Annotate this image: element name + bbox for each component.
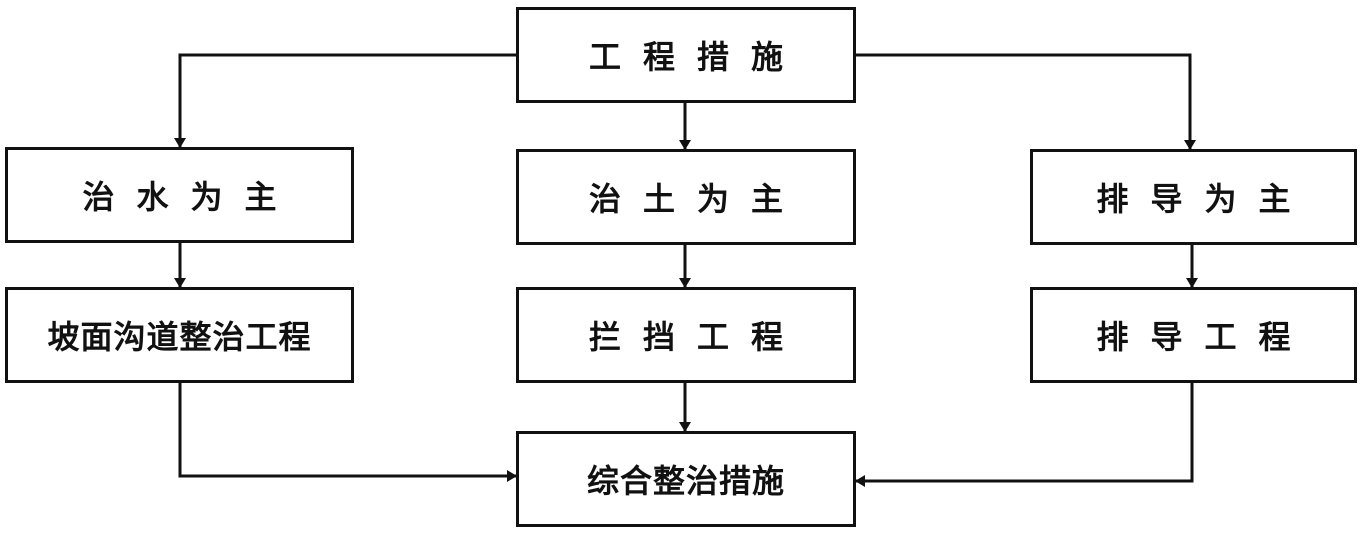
node-label: 工程措施: [588, 38, 805, 76]
node-label: 坡面沟道整治工程: [47, 318, 312, 356]
edge-left2-to-bottom: [178, 383, 517, 482]
node-label: 排导为主: [1096, 180, 1313, 218]
edge-right2-to-bottom: [855, 383, 1194, 487]
node-label: 治水为主: [82, 178, 299, 216]
node-slope-gully-engineering: 坡面沟道整治工程: [5, 287, 354, 383]
node-label: 综合整治措施: [586, 462, 785, 500]
edge-top-to-right1: [856, 53, 1196, 150]
node-label: 排导工程: [1096, 318, 1313, 356]
node-label: 拦挡工程: [588, 318, 805, 356]
edge-top-to-left1: [174, 53, 516, 148]
node-retaining-engineering: 拦挡工程: [516, 287, 856, 383]
node-drainage-engineering: 排导工程: [1030, 287, 1357, 383]
node-comprehensive-measures: 综合整治措施: [516, 431, 856, 527]
node-drainage-guidance: 排导为主: [1030, 149, 1357, 245]
node-soil-control: 治土为主: [516, 149, 856, 245]
node-engineering-measures: 工程措施: [516, 7, 856, 103]
node-label: 治土为主: [588, 180, 805, 218]
node-water-control: 治水为主: [5, 147, 354, 243]
